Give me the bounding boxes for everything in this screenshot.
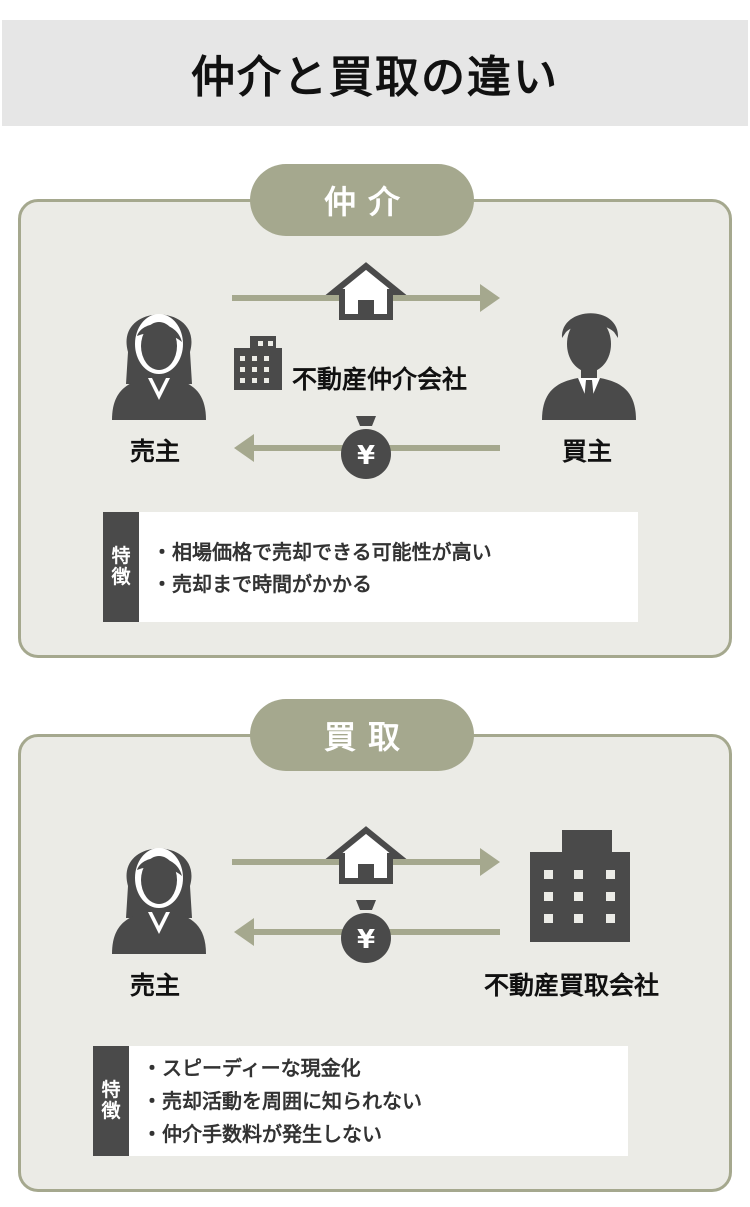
brokerage-seller-label: 売主 (130, 437, 181, 466)
purchase-feature-item: ・スピーディーな現金化 (142, 1056, 361, 1080)
svg-text:¥: ¥ (357, 925, 375, 955)
house-icon (325, 826, 407, 884)
purchase-feature-item: ・仲介手数料が発生しない (142, 1122, 382, 1146)
brokerage-label: 仲介 (323, 183, 412, 221)
brokerage-agent-label: 不動産仲介会社 (292, 365, 468, 394)
purchase-feature-item: ・売却活動を周囲に知られない (142, 1089, 422, 1113)
purchase-feature-box (129, 1046, 628, 1156)
property-arrow (232, 262, 502, 322)
building-icon (530, 830, 630, 942)
money-bag-icon: ¥ (341, 416, 391, 479)
property-arrow (232, 826, 502, 886)
brokerage-feature-tag: 特 徴 (103, 512, 139, 622)
svg-text:¥: ¥ (357, 441, 375, 471)
brokerage-buyer-label: 買主 (562, 437, 613, 466)
brokerage-label-pill: 仲介 (250, 164, 474, 236)
purchase-label: 買取 (323, 718, 412, 756)
woman-icon (104, 826, 214, 954)
brokerage-feature-item: ・相場価格で売却できる可能性が高い (152, 540, 492, 564)
purchase-feature-tag: 特 徴 (93, 1046, 129, 1156)
title-bar (2, 20, 748, 126)
money-bag-icon: ¥ (341, 900, 391, 963)
man-icon (534, 292, 644, 420)
purchase-label-pill: 買取 (250, 699, 474, 771)
purchase-buyer-label: 不動産買取会社 (484, 971, 660, 1000)
page-title: 仲介と買取の違い (191, 52, 559, 103)
building-icon (234, 336, 282, 390)
purchase-seller-label: 売主 (130, 971, 181, 1000)
brokerage-feature-box (139, 512, 638, 622)
house-icon (325, 262, 407, 320)
payment-arrow: ¥ (232, 896, 502, 966)
woman-icon (104, 292, 214, 420)
brokerage-feature-item: ・売却まで時間がかかる (152, 572, 372, 596)
payment-arrow: ¥ (232, 412, 502, 482)
